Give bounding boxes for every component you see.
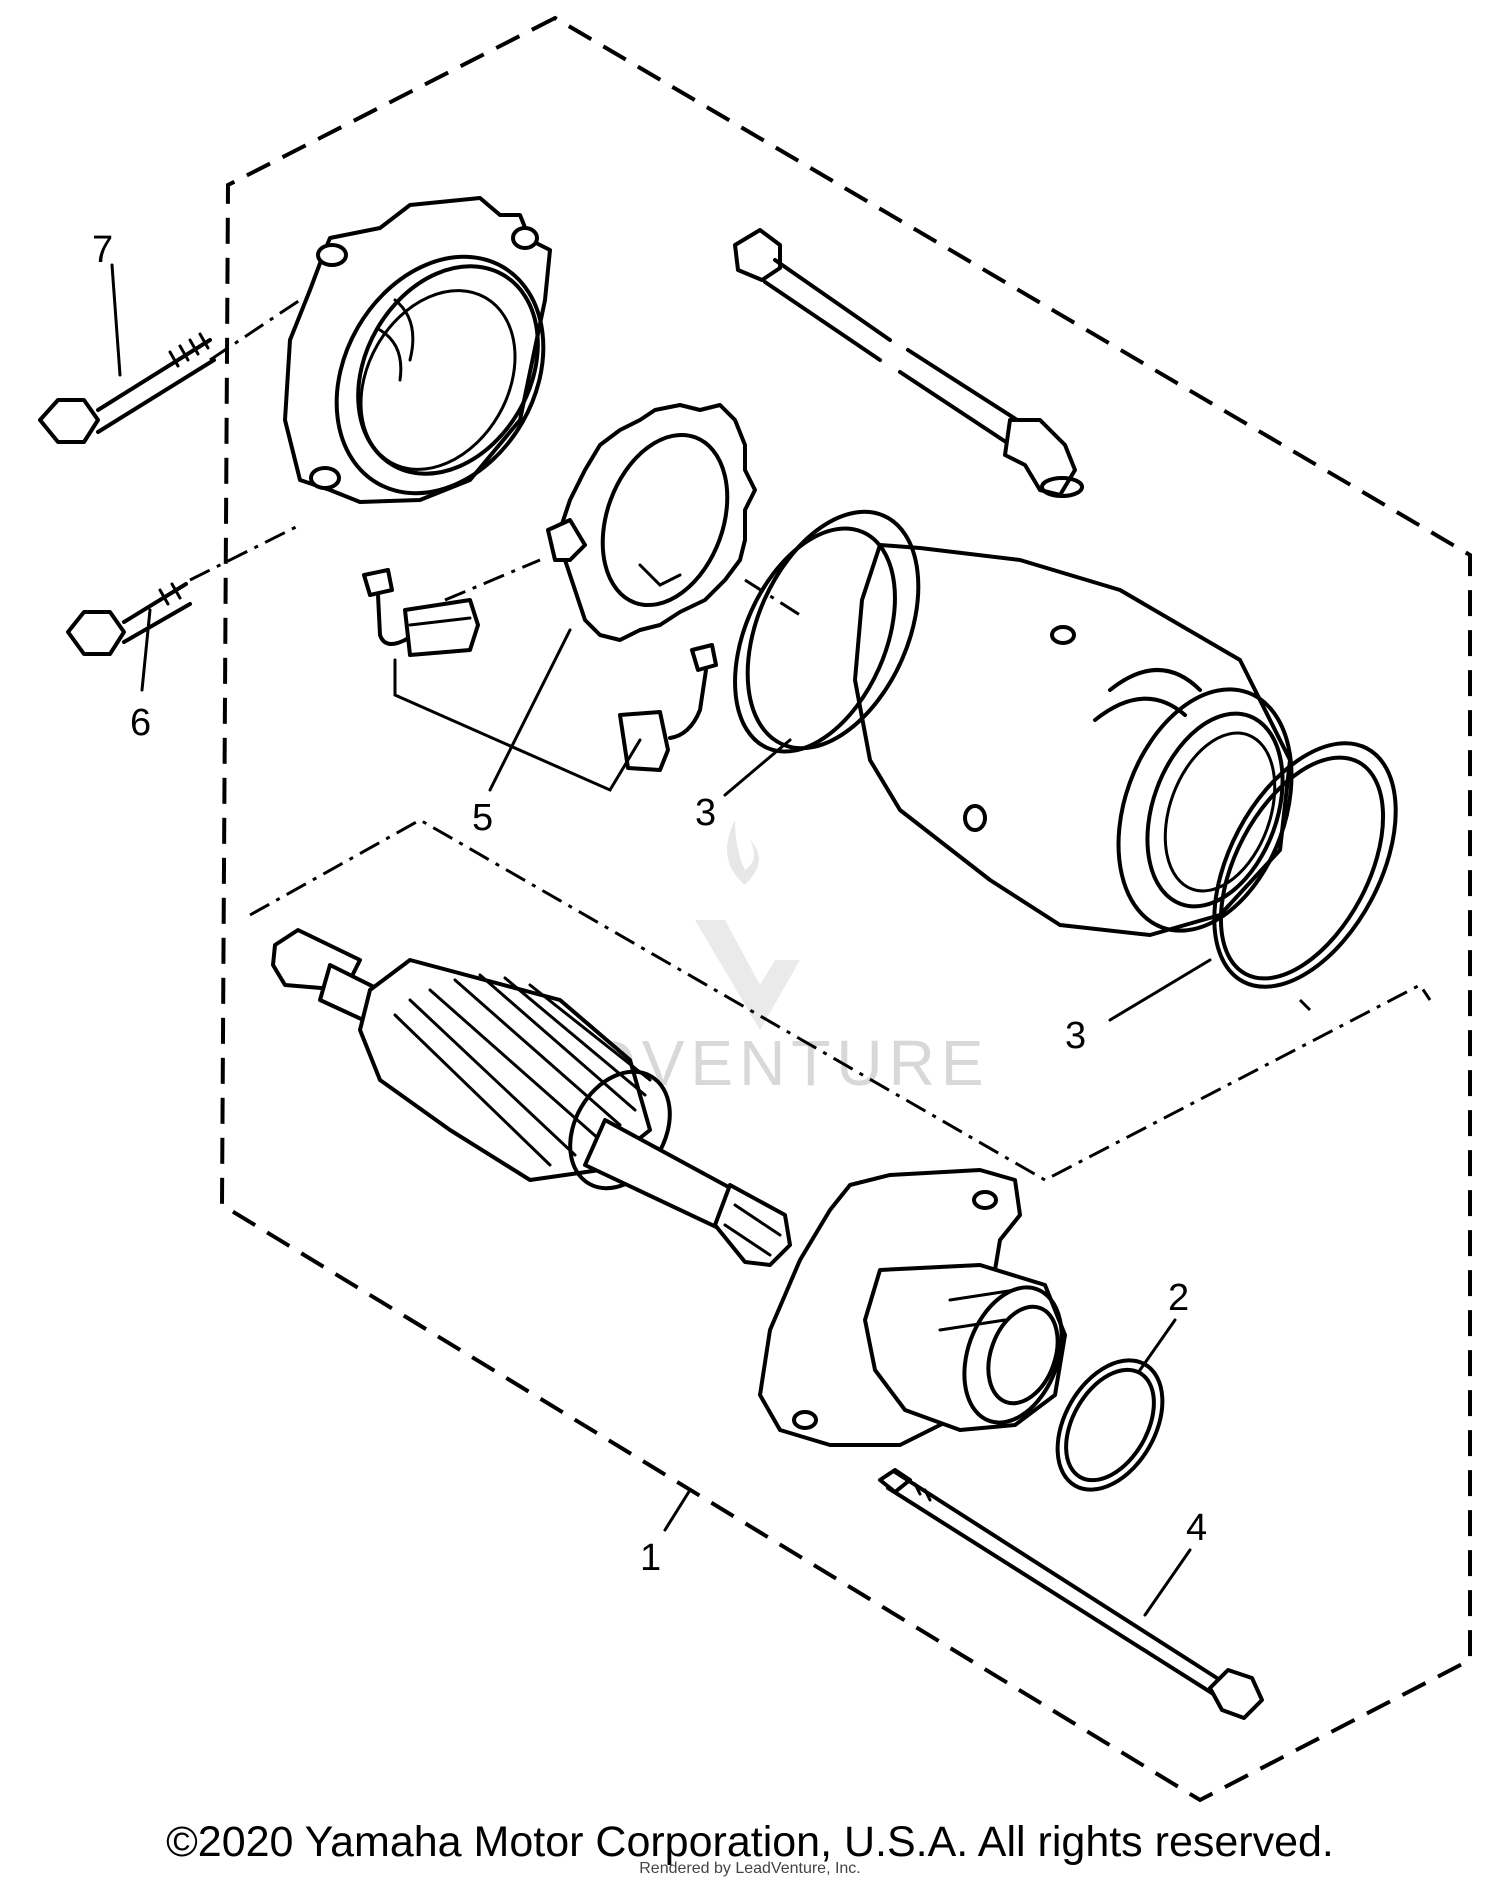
leader-4 xyxy=(1143,1548,1192,1617)
brush-b xyxy=(618,643,718,772)
axis-bolt6 xyxy=(189,523,301,582)
callout-4: 4 xyxy=(1186,1507,1207,1549)
axis-brush xyxy=(444,558,541,602)
through-bolt-upper xyxy=(733,228,1084,498)
o-ring-3-left xyxy=(745,509,921,751)
leader-3a xyxy=(723,738,792,797)
axis-bolt7 xyxy=(209,298,301,362)
axis-end xyxy=(1298,998,1312,1012)
o-ring-3-right xyxy=(1212,741,1398,989)
brush-a xyxy=(362,568,480,657)
watermark-logo xyxy=(695,820,800,1030)
callout-3a: 3 xyxy=(695,792,716,834)
callout-2: 2 xyxy=(1168,1277,1189,1319)
leader-3b xyxy=(1108,958,1212,1022)
bolt-7 xyxy=(38,263,216,444)
front-cover xyxy=(758,1168,1067,1447)
o-ring-3-right-inner xyxy=(1218,755,1386,981)
leader-2 xyxy=(1138,1318,1177,1372)
callout-1: 1 xyxy=(640,1537,661,1579)
o-ring-2-inner xyxy=(1064,1367,1156,1483)
bolt-6 xyxy=(66,582,192,692)
bracket-5 xyxy=(393,658,642,792)
assembly-boundary xyxy=(219,15,1472,1803)
through-bolt-4 xyxy=(878,1468,1264,1720)
leader-7 xyxy=(110,263,122,377)
yoke-housing xyxy=(853,543,1294,937)
copyright-text: ©2020 Yamaha Motor Corporation, U.S.A. A… xyxy=(166,1818,1334,1866)
callout-3b: 3 xyxy=(1065,1015,1086,1057)
callout-5: 5 xyxy=(472,797,493,839)
leader-5 xyxy=(488,628,572,792)
rear-cover xyxy=(283,196,552,504)
leader-6 xyxy=(140,608,152,692)
rendered-by-text: Rendered by LeadVenture, Inc. xyxy=(639,1860,861,1877)
leader-1 xyxy=(663,1488,692,1532)
brush-holder-plate xyxy=(546,403,757,642)
callout-7: 7 xyxy=(92,229,113,271)
axis-holder xyxy=(744,578,801,617)
o-ring-3-left-inner xyxy=(733,526,897,754)
armature xyxy=(271,928,792,1267)
callout-6: 6 xyxy=(130,702,151,744)
bracket-armature xyxy=(249,818,1432,1182)
